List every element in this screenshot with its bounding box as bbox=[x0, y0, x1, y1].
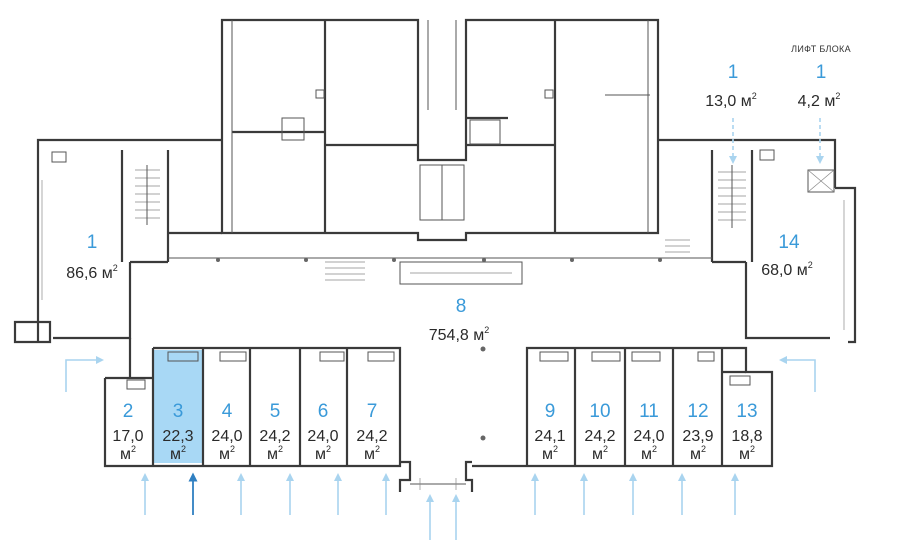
entrance-walls bbox=[398, 460, 474, 492]
svg-text:68,0 м2: 68,0 м2 bbox=[761, 260, 813, 279]
svg-text:10: 10 bbox=[589, 401, 610, 422]
svg-text:22,3: 22,3 bbox=[162, 428, 193, 445]
svg-text:м2: м2 bbox=[690, 444, 706, 463]
svg-text:м2: м2 bbox=[364, 444, 380, 463]
room-8-label[interactable]: 8 754,8 м2 bbox=[429, 296, 490, 344]
upper-block-walls bbox=[220, 18, 660, 242]
svg-text:17,0: 17,0 bbox=[112, 428, 143, 445]
lower-right-units-walls bbox=[472, 346, 774, 468]
svg-text:754,8 м2: 754,8 м2 bbox=[429, 325, 490, 344]
right-wing-walls bbox=[658, 138, 857, 344]
room-1-lift-label[interactable]: 1 4,2 м2 bbox=[798, 62, 841, 110]
central-hall-details bbox=[168, 239, 712, 441]
svg-text:24,2: 24,2 bbox=[356, 428, 387, 445]
svg-text:1: 1 bbox=[87, 232, 98, 253]
svg-text:24,0: 24,0 bbox=[307, 428, 338, 445]
svg-text:м2: м2 bbox=[120, 444, 136, 463]
svg-text:м2: м2 bbox=[219, 444, 235, 463]
svg-text:2: 2 bbox=[123, 401, 134, 422]
unit-6-label[interactable]: 6 24,0 м2 bbox=[307, 401, 338, 463]
unit-10-label[interactable]: 10 24,2 м2 bbox=[584, 401, 615, 463]
svg-text:12: 12 bbox=[687, 401, 708, 422]
lower-left-units-walls bbox=[103, 338, 402, 468]
svg-text:13: 13 bbox=[736, 401, 757, 422]
svg-text:4,2 м2: 4,2 м2 bbox=[798, 91, 841, 110]
svg-text:м2: м2 bbox=[641, 444, 657, 463]
svg-text:5: 5 bbox=[270, 401, 281, 422]
unit-3-highlight[interactable] bbox=[153, 350, 203, 463]
room-1-top-label[interactable]: 1 13,0 м2 bbox=[705, 62, 757, 110]
svg-text:24,0: 24,0 bbox=[211, 428, 242, 445]
room-14-label[interactable]: 14 68,0 м2 bbox=[761, 232, 813, 279]
svg-text:м2: м2 bbox=[170, 444, 186, 463]
svg-text:8: 8 bbox=[456, 296, 467, 317]
right-stairs bbox=[718, 165, 746, 228]
unit-5-label[interactable]: 5 24,2 м2 bbox=[259, 401, 290, 463]
svg-text:7: 7 bbox=[367, 401, 378, 422]
svg-text:24,2: 24,2 bbox=[259, 428, 290, 445]
svg-text:4: 4 bbox=[222, 401, 233, 422]
svg-text:14: 14 bbox=[778, 232, 800, 253]
left-wing-walls bbox=[13, 138, 222, 344]
svg-text:9: 9 bbox=[545, 401, 556, 422]
unit-4-label[interactable]: 4 24,0 м2 bbox=[211, 401, 242, 463]
room-1-left-label[interactable]: 1 86,6 м2 bbox=[66, 232, 118, 282]
unit-13-label[interactable]: 13 18,8 м2 bbox=[731, 401, 762, 463]
svg-text:24,1: 24,1 bbox=[534, 428, 565, 445]
svg-text:м2: м2 bbox=[592, 444, 608, 463]
svg-text:м2: м2 bbox=[739, 444, 755, 463]
svg-text:13,0 м2: 13,0 м2 bbox=[705, 91, 757, 110]
left-stairs bbox=[135, 165, 160, 225]
svg-text:м2: м2 bbox=[267, 444, 283, 463]
svg-text:м2: м2 bbox=[315, 444, 331, 463]
svg-text:3: 3 bbox=[173, 401, 184, 422]
svg-text:11: 11 bbox=[639, 401, 659, 422]
svg-text:1: 1 bbox=[728, 62, 739, 83]
unit-7-label[interactable]: 7 24,2 м2 bbox=[356, 401, 387, 463]
svg-text:1: 1 bbox=[816, 62, 827, 83]
entry-arrows bbox=[65, 118, 824, 540]
svg-text:24,0: 24,0 bbox=[633, 428, 664, 445]
svg-text:23,9: 23,9 bbox=[682, 428, 713, 445]
svg-text:86,6 м2: 86,6 м2 bbox=[66, 263, 118, 282]
svg-text:м2: м2 bbox=[542, 444, 558, 463]
svg-text:18,8: 18,8 bbox=[731, 428, 762, 445]
svg-text:6: 6 bbox=[318, 401, 329, 422]
unit-11-label[interactable]: 11 24,0 м2 bbox=[633, 401, 664, 463]
unit-3-label[interactable]: 3 22,3 м2 bbox=[162, 401, 193, 463]
svg-text:24,2: 24,2 bbox=[584, 428, 615, 445]
unit-9-label[interactable]: 9 24,1 м2 bbox=[534, 401, 565, 463]
unit-2-label[interactable]: 2 17,0 м2 bbox=[112, 401, 143, 463]
lift-caption: ЛИФТ БЛОКА bbox=[791, 44, 851, 54]
unit-12-label[interactable]: 12 23,9 м2 bbox=[682, 401, 713, 463]
